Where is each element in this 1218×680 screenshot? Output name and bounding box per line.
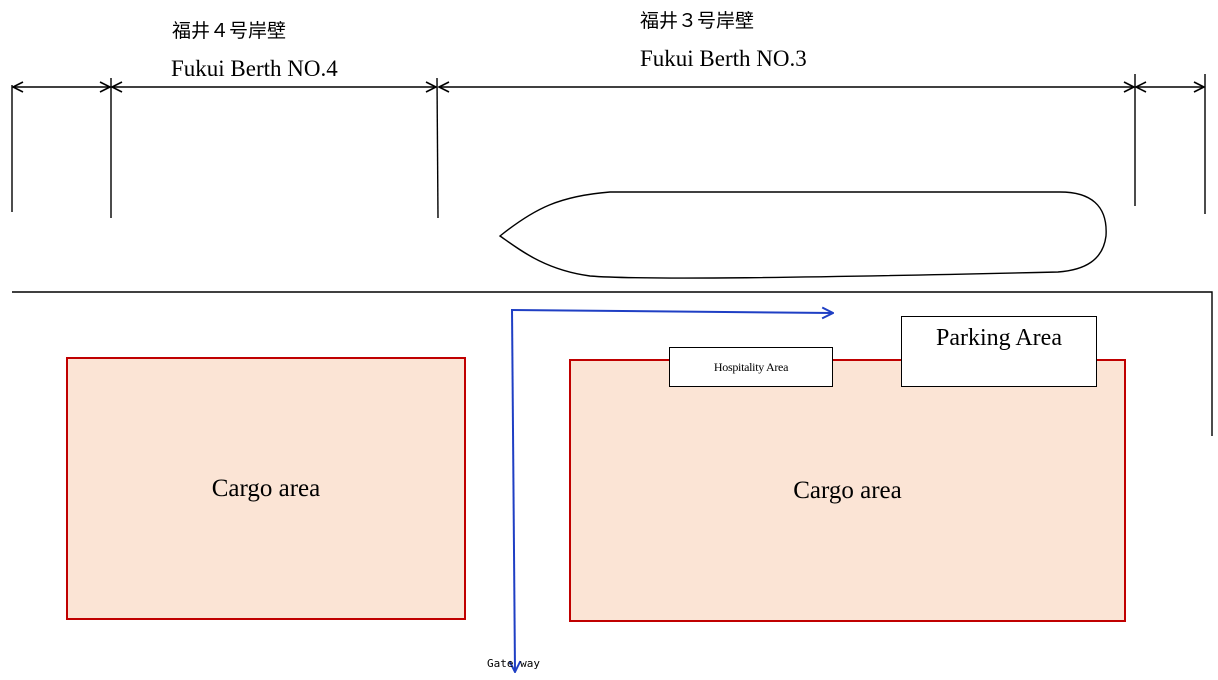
cargo-area-right-label: Cargo area	[793, 476, 902, 504]
gate-way-label: Gate way	[487, 657, 540, 670]
hospitality-area-label: Hospitality Area	[713, 359, 789, 374]
berth-no4-en-label: Fukui Berth NO.4	[171, 56, 338, 81]
cargo-area-right: Cargo area	[569, 359, 1126, 622]
route-arrow-right	[510, 310, 833, 313]
ship-outline	[498, 191, 1107, 279]
hospitality-area: Hospitality Area	[669, 347, 833, 387]
berth-divider-line	[436, 77, 439, 219]
cargo-area-left-label: Cargo area	[211, 474, 321, 502]
quay-boundary-line	[12, 291, 1213, 436]
berth-no3-jp-label: 福井３号岸壁	[640, 10, 755, 32]
parking-area: Parking Area	[901, 316, 1097, 387]
parking-area-label: Parking Area	[936, 325, 1062, 351]
berth-no4-jp-label: 福井４号岸壁	[172, 20, 287, 42]
cargo-area-left: Cargo area	[66, 357, 466, 620]
berth-no3-en-label: Fukui Berth NO.3	[640, 46, 807, 71]
route-arrow-down	[512, 308, 515, 672]
